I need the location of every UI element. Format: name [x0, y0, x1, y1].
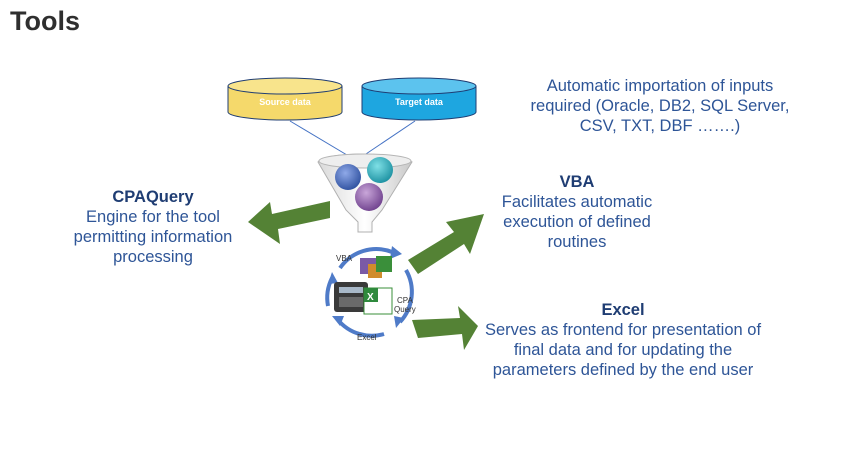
target-data-cylinder	[361, 77, 477, 121]
source-data-cylinder	[227, 77, 343, 121]
excel-title: Excel	[601, 301, 645, 319]
cycle-label-vba: VBA	[336, 254, 353, 263]
page-title: Tools	[10, 6, 80, 36]
excel-block: Excel Serves as frontend for presentatio…	[470, 300, 776, 380]
connector-line	[289, 120, 353, 159]
vba-block: VBA Facilitates automatic execution of d…	[484, 172, 670, 252]
cpaquery-title: CPAQuery	[112, 188, 194, 206]
ball-icon	[367, 157, 393, 183]
ball-icon	[335, 164, 361, 190]
ball-icon	[355, 183, 383, 211]
cpaquery-block: CPAQuery Engine for the tool permitting …	[60, 187, 246, 267]
excel-icon: X	[363, 287, 393, 315]
cycle-label-excel: Excel	[357, 333, 377, 342]
funnel-icon	[317, 153, 413, 233]
svg-text:X: X	[367, 292, 374, 303]
arrow-up-right	[408, 214, 484, 274]
calculator-icon	[334, 282, 368, 312]
connector-line	[359, 120, 416, 159]
cycle-label-cpa: CPA Query	[394, 296, 416, 314]
vba-icon	[360, 256, 392, 278]
import-note: Automatic importation of inputs required…	[530, 77, 790, 135]
arrow-left	[248, 201, 330, 244]
arrow-down-right	[412, 306, 478, 350]
target-data-label: Target data	[395, 97, 443, 107]
source-data-label: Source data	[259, 97, 311, 107]
cycle-arrowheads	[328, 246, 404, 328]
vba-title: VBA	[559, 173, 595, 191]
